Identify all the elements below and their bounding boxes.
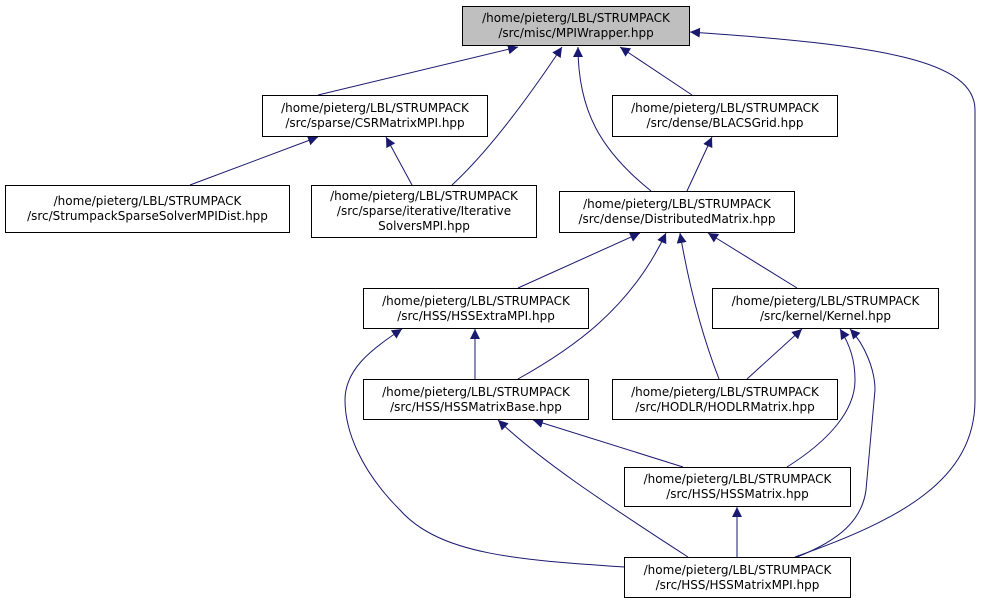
node-strumpacksparsesolvermpidist[interactable]: /home/pieterg/LBL/STRUMPACK /src/Strumpa… — [5, 185, 290, 233]
node-hssmatrixmpi-line-2: /src/HSS/HSSMatrixMPI.hpp — [655, 577, 820, 592]
edge-kernel-to-distributedmatrix — [707, 232, 798, 289]
node-iterativesolversmpi-line-2: /src/sparse/iterative/Iterative — [336, 204, 512, 218]
edge-hssmatrixmpi-to-kernel — [796, 328, 876, 558]
node-iterativesolversmpi-line-3: SolversMPI.hpp — [378, 219, 470, 233]
edge-hssextrampi-to-distributedmatrix — [517, 232, 641, 289]
node-blacsgrid[interactable]: /home/pieterg/LBL/STRUMPACK /src/dense/B… — [612, 95, 838, 137]
node-mpiwrapper[interactable]: /home/pieterg/LBL/STRUMPACK /src/misc/MP… — [462, 6, 690, 46]
node-hssmatrixbase-line-1: /home/pieterg/LBL/STRUMPACK — [382, 384, 570, 399]
edge-hssmatrixmpi-to-hssextrampi — [344, 328, 626, 568]
node-distributedmatrix-line-2: /src/dense/DistributedMatrix.hpp — [578, 212, 776, 226]
node-strumpacksparsesolvermpidist-line-1: /home/pieterg/LBL/STRUMPACK — [53, 194, 242, 208]
node-hssmatrixmpi[interactable]: /home/pieterg/LBL/STRUMPACK /src/HSS/HSS… — [624, 557, 851, 598]
edge-distributedmatrix-to-blacsgrid — [686, 136, 713, 192]
node-hssmatrixbase-line-2: /src/HSS/HSSMatrixBase.hpp — [390, 399, 562, 414]
node-hssmatrixbase[interactable]: /home/pieterg/LBL/STRUMPACK /src/HSS/HSS… — [363, 379, 589, 420]
edge-blacsgrid-to-mpiwrapper — [619, 46, 693, 96]
node-hssmatrix[interactable]: /home/pieterg/LBL/STRUMPACK /src/HSS/HSS… — [624, 467, 851, 507]
node-strumpacksparsesolvermpidist-line-2: /src/StrumpackSparseSolverMPIDist.hpp — [27, 209, 268, 223]
node-csrmatrixmpi-line-2: /src/sparse/CSRMatrixMPI.hpp — [285, 116, 465, 130]
edge-distributedmatrix-to-mpiwrapper — [573, 46, 652, 192]
node-kernel-line-1: /home/pieterg/LBL/STRUMPACK — [731, 293, 920, 308]
node-iterativesolversmpi[interactable]: /home/pieterg/LBL/STRUMPACK /src/sparse/… — [311, 185, 537, 238]
node-csrmatrixmpi[interactable]: /home/pieterg/LBL/STRUMPACK /src/sparse/… — [262, 95, 488, 137]
node-kernel[interactable]: /home/pieterg/LBL/STRUMPACK /src/kernel/… — [712, 288, 939, 329]
edge-csrmatrixmpi-to-mpiwrapper — [317, 44, 519, 96]
node-distributedmatrix[interactable]: /home/pieterg/LBL/STRUMPACK /src/dense/D… — [559, 191, 795, 233]
node-iterativesolversmpi-line-1: /home/pieterg/LBL/STRUMPACK — [330, 189, 518, 203]
node-hodlrmatrix-line-1: /home/pieterg/LBL/STRUMPACK — [631, 384, 819, 399]
node-blacsgrid-line-1: /home/pieterg/LBL/STRUMPACK — [631, 101, 819, 115]
edge-hssmatrixmpi-to-hssmatrixbase — [497, 419, 689, 558]
edge-hssmatrix-to-hssmatrixbase — [532, 418, 684, 468]
node-hodlrmatrix[interactable]: /home/pieterg/LBL/STRUMPACK /src/HODLR/H… — [612, 379, 838, 420]
node-hssmatrix-line-1: /home/pieterg/LBL/STRUMPACK — [643, 472, 832, 486]
edge-hssmatrixbase-to-distributedmatrix — [517, 232, 667, 380]
edge-hodlrmatrix-to-distributedmatrix — [676, 232, 720, 380]
node-hssextrampi-line-1: /home/pieterg/LBL/STRUMPACK — [382, 293, 570, 308]
edge-iterativesolversmpi-to-mpiwrapper — [451, 46, 563, 186]
node-hssmatrixmpi-line-1: /home/pieterg/LBL/STRUMPACK — [643, 562, 832, 577]
node-distributedmatrix-line-1: /home/pieterg/LBL/STRUMPACK — [583, 197, 771, 211]
node-csrmatrixmpi-line-1: /home/pieterg/LBL/STRUMPACK — [281, 101, 469, 115]
node-hssextrampi-line-2: /src/HSS/HSSExtraMPI.hpp — [397, 308, 555, 323]
node-mpiwrapper-line-2: /src/misc/MPIWrapper.hpp — [498, 26, 654, 40]
edge-hodlrmatrix-to-kernel — [746, 328, 803, 380]
node-hssextrampi[interactable]: /home/pieterg/LBL/STRUMPACK /src/HSS/HSS… — [363, 288, 589, 329]
node-hodlrmatrix-line-2: /src/HODLR/HODLRMatrix.hpp — [635, 399, 815, 414]
edge-hssmatrixmpi-to-mpiwrapper — [689, 27, 976, 558]
node-hssmatrix-line-2: /src/HSS/HSSMatrix.hpp — [666, 487, 809, 501]
edge-hssmatrix-to-kernel — [786, 328, 856, 468]
edge-iterativesolversmpi-to-csrmatrixmpi — [385, 136, 413, 186]
node-kernel-line-2: /src/kernel/Kernel.hpp — [760, 308, 891, 323]
node-blacsgrid-line-2: /src/dense/BLACSGrid.hpp — [646, 116, 804, 130]
edge-strumpacksparsesolvermpidist-to-csrmatrixmpi — [189, 135, 319, 186]
node-mpiwrapper-line-1: /home/pieterg/LBL/STRUMPACK — [482, 11, 670, 25]
